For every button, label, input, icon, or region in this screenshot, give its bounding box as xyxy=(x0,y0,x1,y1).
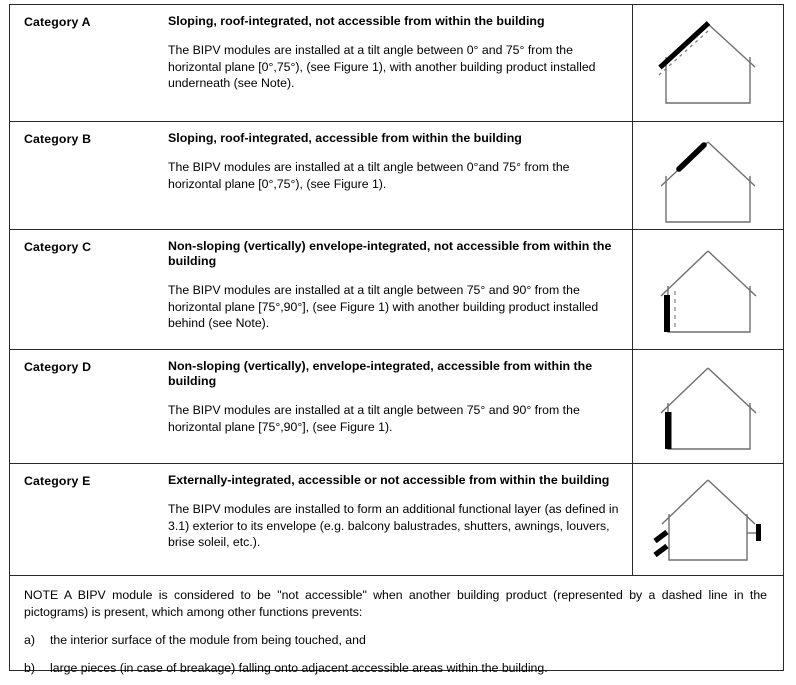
table-row: Category B Sloping, roof-integrated, acc… xyxy=(10,122,783,230)
category-label: Category E xyxy=(24,474,91,488)
pictogram-cell xyxy=(633,464,783,575)
note-list-marker: b) xyxy=(24,661,35,675)
table-row: Category D Non-sloping (vertically), env… xyxy=(10,350,783,464)
description-cell: Non-sloping (vertically), envelope-integ… xyxy=(158,350,633,463)
description-title: Non-sloping (vertically), envelope-integ… xyxy=(168,359,593,388)
pictogram-cell xyxy=(633,122,783,229)
category-label: Category D xyxy=(24,360,92,374)
category-label-cell: Category B xyxy=(10,122,158,229)
description-body: The BIPV modules are installed at a tilt… xyxy=(168,403,580,434)
note-list-marker: a) xyxy=(24,633,35,647)
note-list-text: the interior surface of the module from … xyxy=(50,633,366,647)
note-list-item: a) the interior surface of the module fr… xyxy=(24,632,767,649)
table-row: Category E Externally-integrated, access… xyxy=(10,464,783,576)
house-external-louvers-and-balustrade-icon xyxy=(653,478,761,561)
category-label: Category C xyxy=(24,240,92,254)
note-block: NOTE A BIPV module is considered to be "… xyxy=(10,576,783,685)
description-title: Non-sloping (vertically) envelope-integr… xyxy=(168,239,612,268)
note-lead-text: NOTE A BIPV module is considered to be "… xyxy=(24,588,767,619)
description-title: Sloping, roof-integrated, not accessible… xyxy=(168,14,545,28)
description-body: The BIPV modules are installed at a tilt… xyxy=(168,43,596,90)
description-cell: Non-sloping (vertically) envelope-integr… xyxy=(158,230,633,349)
category-label: Category A xyxy=(24,15,91,29)
pictogram-cell xyxy=(633,5,783,121)
table-row: Category C Non-sloping (vertically) enve… xyxy=(10,230,783,350)
description-body: The BIPV modules are installed to form a… xyxy=(168,502,619,549)
note-list-text: large pieces (in case of breakage) falli… xyxy=(50,661,548,675)
description-cell: Externally-integrated, accessible or not… xyxy=(158,464,633,575)
bipv-category-table: Category A Sloping, roof-integrated, not… xyxy=(9,4,784,675)
description-body: The BIPV modules are installed at a tilt… xyxy=(168,283,599,330)
house-wall-module-with-dashed-backing-icon xyxy=(660,249,757,333)
category-label: Category B xyxy=(24,132,92,146)
house-wall-module-icon xyxy=(660,366,757,450)
description-cell: Sloping, roof-integrated, accessible fro… xyxy=(158,122,633,229)
description-cell: Sloping, roof-integrated, not accessible… xyxy=(158,5,633,121)
category-label-cell: Category C xyxy=(10,230,158,349)
category-label-cell: Category A xyxy=(10,5,158,121)
table-row: Category A Sloping, roof-integrated, not… xyxy=(10,5,783,122)
pictogram-cell xyxy=(633,350,783,463)
house-roof-module-icon xyxy=(660,140,756,223)
description-title: Sloping, roof-integrated, accessible fro… xyxy=(168,131,522,145)
pictogram-cell xyxy=(633,230,783,349)
category-label-cell: Category E xyxy=(10,464,158,575)
note-list-item: b) large pieces (in case of breakage) fa… xyxy=(24,660,767,677)
description-title: Externally-integrated, accessible or not… xyxy=(168,473,610,487)
category-label-cell: Category D xyxy=(10,350,158,463)
description-body: The BIPV modules are installed at a tilt… xyxy=(168,160,570,191)
house-roof-module-with-dashed-backing-icon xyxy=(658,21,756,104)
